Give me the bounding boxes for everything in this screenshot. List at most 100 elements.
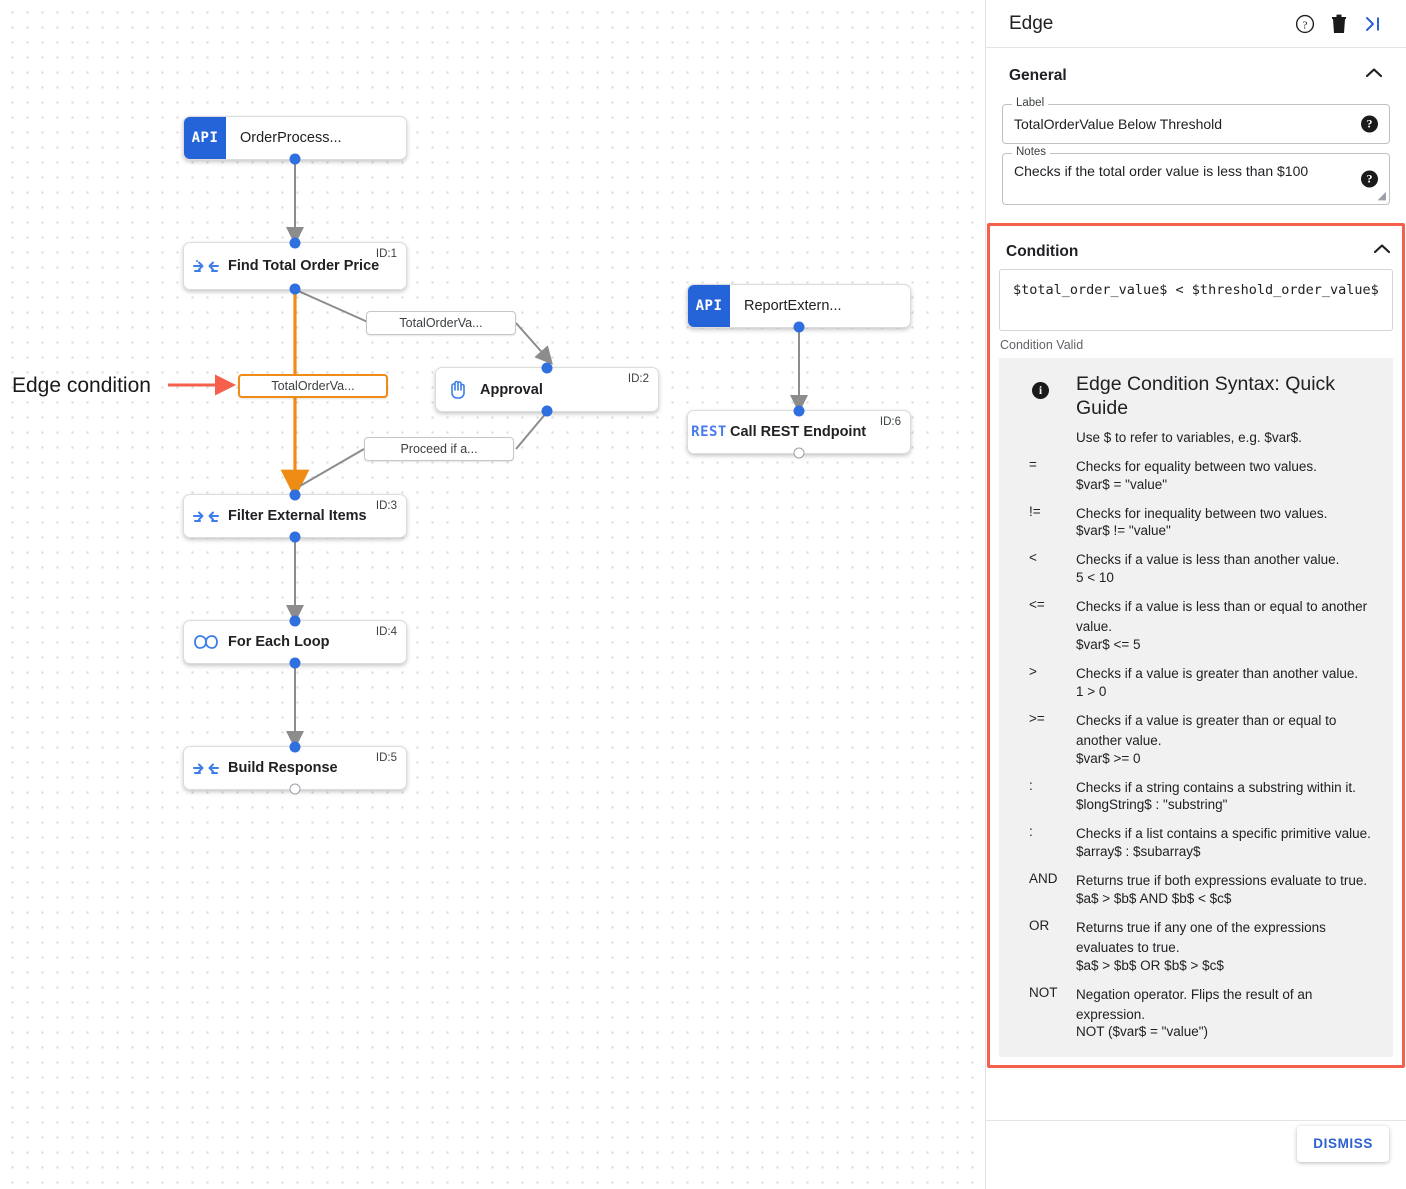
node-call-rest-endpoint[interactable]: REST Call REST Endpoint ID:6 — [687, 405, 911, 459]
operator-row: != Checks for inequality between two valu… — [1015, 504, 1377, 539]
node-for-each-loop[interactable]: For Each Loop ID:4 — [183, 615, 407, 669]
node-input-handle[interactable] — [289, 237, 301, 249]
node-output-handle[interactable] — [289, 657, 301, 669]
operator-row: >= Checks if a value is greater than or e… — [1015, 711, 1377, 766]
operator-example: $var$ = "value" — [1076, 476, 1168, 492]
operator-symbol: : — [1029, 824, 1033, 840]
flow-canvas[interactable]: Edge condition API OrderProcess... — [0, 0, 985, 1189]
chevron-up-icon[interactable] — [1372, 242, 1392, 261]
node-input-handle[interactable] — [289, 741, 301, 753]
trash-icon[interactable] — [1322, 7, 1356, 41]
condition-expression-input[interactable]: $total_order_value$ < $threshold_order_v… — [999, 269, 1393, 331]
node-id-label: ID:3 — [375, 500, 397, 512]
condition-section-header[interactable]: Condition — [990, 226, 1402, 267]
notes-help-icon[interactable]: ? — [1361, 170, 1378, 188]
node-output-handle[interactable] — [289, 153, 301, 165]
node-title: Approval — [480, 381, 543, 398]
guide-title: Edge Condition Syntax: Quick Guide — [1076, 373, 1336, 420]
node-id-label: ID:2 — [627, 373, 649, 385]
operator-description: Checks for equality between two values. — [1076, 458, 1317, 474]
panel-title: Edge — [1009, 12, 1054, 34]
node-approval[interactable]: Approval ID:2 — [435, 362, 659, 417]
operator-example: NOT ($var$ = "value") — [1076, 1024, 1209, 1040]
operator-row: >Checks if a value is greater than anoth… — [1015, 664, 1377, 699]
dismiss-button-label: DISMISS — [1313, 1136, 1373, 1151]
operator-symbol: > — [1029, 663, 1037, 679]
node-output-handle[interactable] — [541, 405, 553, 417]
operator-symbol: = — [1029, 456, 1037, 472]
node-output-handle[interactable] — [289, 783, 301, 795]
operator-example: $var$ <= 5 — [1076, 636, 1141, 652]
api-badge: API — [184, 117, 226, 159]
help-circle-icon[interactable]: ? — [1288, 7, 1322, 41]
node-output-handle[interactable] — [289, 531, 301, 543]
operator-row: :Checks if a string contains a substring… — [1015, 778, 1377, 813]
converge-arrows-icon — [184, 759, 228, 777]
operator-description: Checks if a list contains a specific pri… — [1076, 826, 1371, 842]
node-title: ReportExtern... — [744, 298, 842, 314]
label-field-legend: Label — [1012, 97, 1049, 109]
infinity-icon — [184, 634, 228, 650]
node-output-handle[interactable] — [793, 447, 805, 459]
operator-example: 5 < 10 — [1076, 570, 1114, 586]
operator-description: Checks if a value is greater than or equ… — [1076, 712, 1337, 748]
operator-description: Returns true if both expressions evaluat… — [1076, 873, 1368, 889]
node-report-extern[interactable]: API ReportExtern... — [687, 284, 911, 333]
notes-field[interactable]: Notes Checks if the total order value is… — [1002, 146, 1390, 205]
annotation-edge-condition: Edge condition — [12, 374, 151, 397]
operator-row: <Checks if a value is less than another … — [1015, 550, 1377, 585]
node-id-label: ID:5 — [375, 752, 397, 764]
condition-validity-status: Condition Valid — [1000, 338, 1084, 352]
operator-symbol: >= — [1029, 710, 1045, 726]
edge-label-proceed-if-approved[interactable]: Proceed if a... — [364, 437, 514, 461]
node-title: Call REST Endpoint — [730, 424, 867, 440]
node-input-handle[interactable] — [541, 362, 553, 374]
node-order-process[interactable]: API OrderProcess... — [183, 116, 407, 165]
node-output-handle[interactable] — [793, 321, 805, 333]
chevron-up-icon[interactable] — [1364, 66, 1384, 85]
operator-example: $var$ != "value" — [1076, 523, 1171, 539]
node-output-handle[interactable] — [289, 283, 301, 295]
condition-section-title: Condition — [1006, 242, 1079, 260]
node-title: OrderProcess... — [240, 130, 342, 146]
node-input-handle[interactable] — [793, 405, 805, 417]
operator-symbol: : — [1029, 777, 1033, 793]
node-filter-external-items[interactable]: Filter External Items ID:3 — [183, 489, 407, 543]
notes-field-legend: Notes — [1012, 146, 1051, 158]
operator-example: $var$ >= 0 — [1076, 750, 1141, 766]
node-title: Filter External Items — [228, 508, 367, 524]
operator-symbol: <= — [1029, 597, 1045, 613]
node-input-handle[interactable] — [289, 615, 301, 627]
operator-description: Checks if a value is less than or equal … — [1076, 599, 1368, 635]
edge-label-total-order-value[interactable]: TotalOrderVa... — [366, 311, 516, 335]
operator-description: Checks for inequality between two values… — [1076, 505, 1328, 521]
collapse-panel-icon[interactable] — [1356, 7, 1390, 41]
operator-example: $array$ : $subarray$ — [1076, 844, 1201, 860]
node-title: For Each Loop — [228, 634, 330, 650]
notes-resize-handle[interactable]: ◢ — [1377, 190, 1386, 202]
svg-text:?: ? — [1303, 19, 1308, 31]
operator-symbol: NOT — [1029, 984, 1058, 1000]
edge-connections-layer — [168, 160, 808, 749]
rest-badge: REST — [688, 411, 730, 453]
label-help-icon[interactable]: ? — [1361, 115, 1378, 133]
operator-description: Negation operator. Flips the result of a… — [1076, 986, 1313, 1022]
node-build-response[interactable]: Build Response ID:5 — [183, 741, 407, 795]
node-id-label: ID:4 — [375, 626, 397, 638]
general-section-header[interactable]: General — [1002, 48, 1390, 95]
edge-label-selected-condition[interactable]: TotalOrderVa... — [238, 374, 388, 398]
operator-symbol: != — [1029, 503, 1041, 519]
operator-row: <= Checks if a value is less than or equa… — [1015, 597, 1377, 652]
label-field-value: TotalOrderValue Below Threshold — [1014, 116, 1223, 132]
operator-row: NOT Negation operator. Flips the result o… — [1015, 985, 1377, 1040]
dismiss-button[interactable]: DISMISS — [1297, 1126, 1389, 1162]
operator-example: 1 > 0 — [1076, 683, 1107, 699]
notes-field-value: Checks if the total order value is less … — [1014, 163, 1309, 179]
node-find-total-order-price[interactable]: Find Total Order Price ID:1 — [183, 237, 407, 295]
node-input-handle[interactable] — [289, 489, 301, 501]
hand-icon — [436, 379, 480, 401]
operator-list: = Checks for equality between two values.… — [1015, 457, 1377, 1040]
converge-arrows-icon — [184, 257, 228, 275]
label-field[interactable]: Label TotalOrderValue Below Threshold ? — [1002, 97, 1390, 144]
